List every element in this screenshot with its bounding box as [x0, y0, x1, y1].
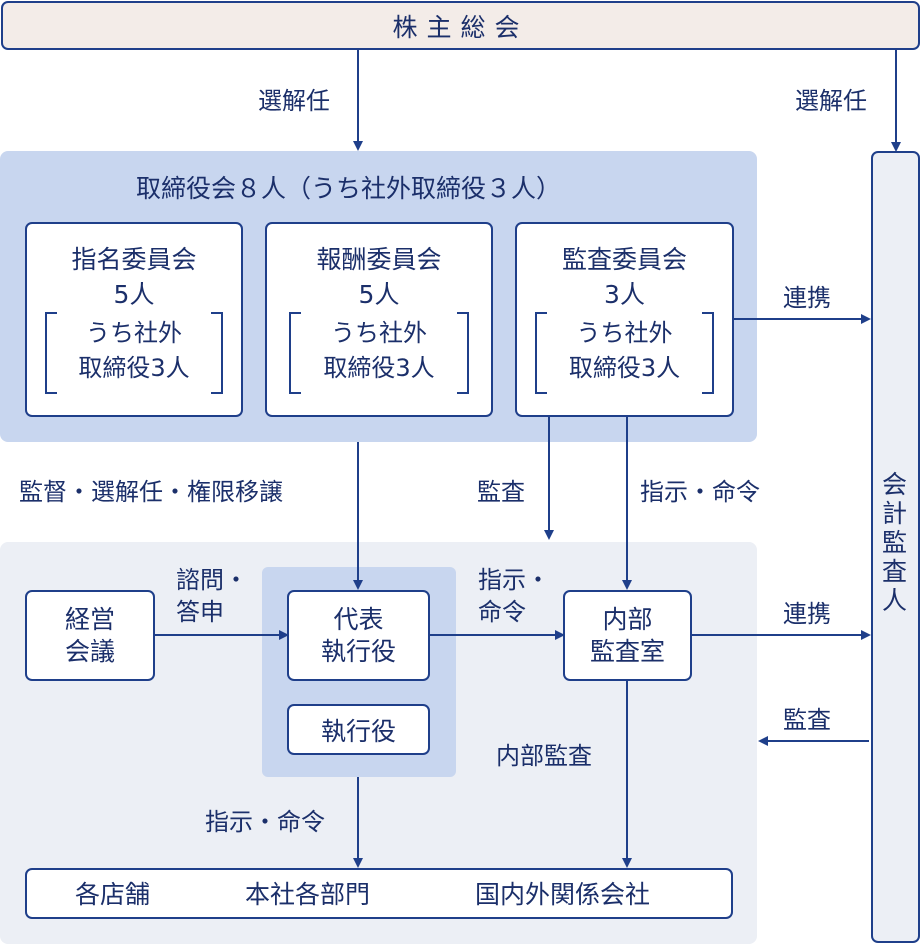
elect-label-right: 選解任: [795, 87, 867, 115]
instruct-label-ceo-line1: 指示・: [478, 566, 550, 594]
internal-audit-label: 内部監査: [496, 742, 592, 770]
shareholders-meeting-box: 株主総会: [1, 1, 920, 50]
elect-label-left: 選解任: [258, 87, 330, 115]
bracket-left: [289, 312, 301, 394]
liaison-label-mid: 連携: [783, 600, 831, 628]
committee-name: 監査委員会: [561, 245, 687, 274]
audit-label-accountant: 監査: [783, 706, 831, 734]
bracket-left: [45, 312, 57, 394]
management-meeting-line1: 経営: [64, 604, 115, 634]
bracket-right: [211, 312, 223, 394]
unit-headquarters: 本社各部門: [245, 880, 371, 909]
management-meeting-box: 経営 会議: [25, 590, 155, 681]
audit-label-committee: 監査: [477, 478, 525, 506]
internal-audit-office-line2: 監査室: [589, 636, 665, 666]
supervise-label: 監督・選解任・権限移譲: [19, 478, 283, 506]
internal-audit-office-line1: 内部: [602, 604, 653, 634]
executive-officers-label: 執行役: [320, 716, 396, 746]
internal-audit-office-box: 内部 監査室: [563, 590, 692, 681]
instruct-label-bottom: 指示・命令: [205, 808, 325, 836]
unit-stores: 各店舗: [75, 880, 151, 909]
management-meeting-line2: 会議: [64, 636, 115, 666]
outside-directors-line2: 取締役3人: [323, 354, 435, 382]
liaison-label-top: 連携: [783, 284, 831, 312]
outside-directors-line2: 取締役3人: [78, 354, 190, 382]
representative-officer-line2: 執行役: [320, 636, 396, 666]
accounting-auditor-label: 会計監査人: [878, 471, 908, 616]
unit-affiliates: 国内外関係会社: [475, 880, 651, 909]
outside-directors-line1: うち社外: [576, 319, 673, 347]
accounting-auditor-box: 会計監査人: [871, 151, 920, 943]
nomination-committee-box: 指名委員会 5人 うち社外 取締役3人: [25, 222, 243, 417]
shareholders-meeting-label: 株主総会: [392, 12, 529, 42]
bracket-right: [457, 312, 469, 394]
outside-directors-line2: 取締役3人: [568, 354, 681, 382]
consult-label-line1: 諮問・: [176, 566, 248, 594]
bracket-left: [535, 312, 547, 394]
consult-label-line2: 答申: [176, 598, 224, 626]
committee-count: 3人: [604, 280, 645, 309]
representative-officer-line1: 代表: [333, 604, 384, 634]
instruct-label-ceo-line2: 命令: [478, 598, 526, 626]
committee-name: 報酬委員会: [316, 245, 442, 274]
executive-officers-box: 執行役: [287, 704, 430, 755]
bracket-right: [702, 312, 714, 394]
committee-count: 5人: [358, 280, 400, 309]
business-units-box: 各店舗 本社各部門 国内外関係会社: [25, 868, 733, 919]
compensation-committee-box: 報酬委員会 5人 うち社外 取締役3人: [265, 222, 493, 417]
outside-directors-line1: うち社外: [86, 319, 182, 347]
committee-name: 指名委員会: [71, 245, 197, 274]
representative-officer-box: 代表 執行役: [287, 590, 430, 681]
audit-committee-box: 監査委員会 3人 うち社外 取締役3人: [515, 222, 734, 417]
committee-count: 5人: [113, 280, 155, 309]
instruct-label-committee: 指示・命令: [640, 478, 760, 506]
outside-directors-line1: うち社外: [331, 319, 427, 347]
board-title: 取締役会８人（うち社外取締役３人）: [136, 174, 562, 203]
